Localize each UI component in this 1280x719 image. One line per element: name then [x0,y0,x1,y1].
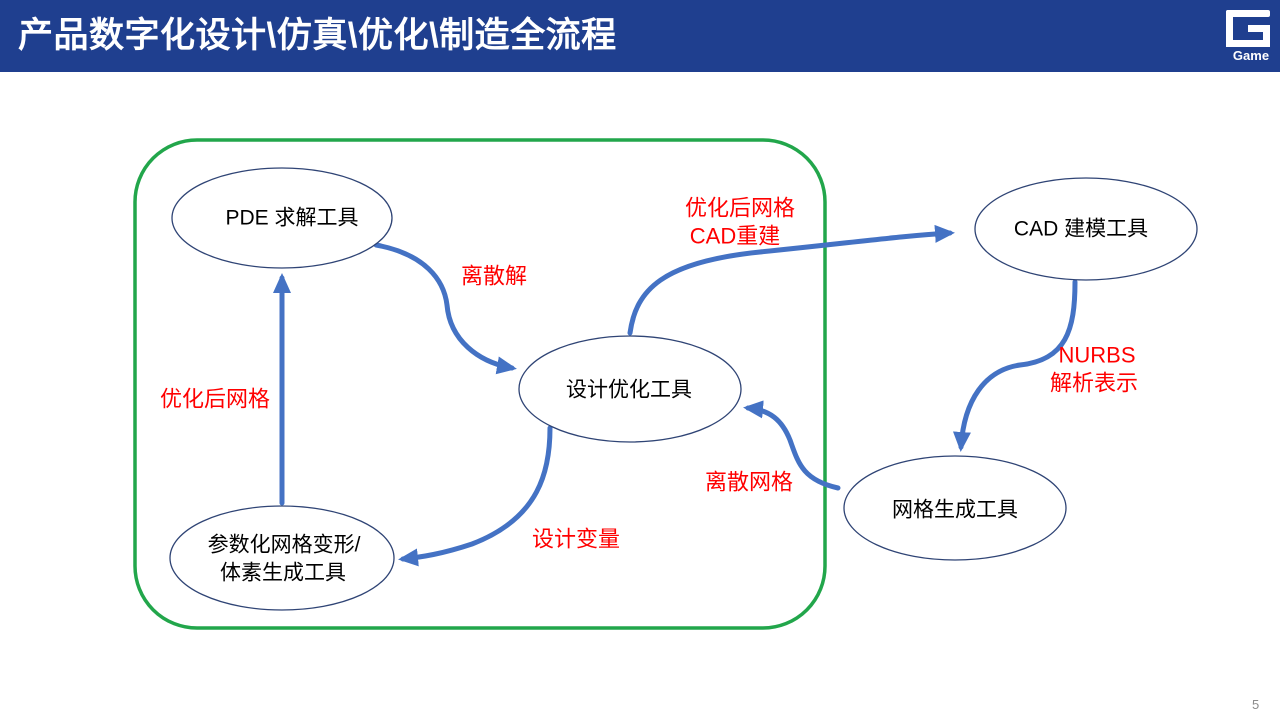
internal-loop-frame [133,138,827,630]
node-pde-solver-label: PDE 求解工具 [225,207,358,230]
edge-cad-to-mesher [952,279,1078,452]
page-number: 5 [1252,697,1260,712]
node-param-mesh-morph-label-line2: 体素生成工具 [220,562,346,585]
edge-mesher-to-optimizer [743,400,841,491]
node-mesh-generator: 网格生成工具 [843,455,1067,561]
node-pde-solver: PDE 求解工具 [171,167,393,269]
slide-header: 产品数字化设计\仿真\优化\制造全流程 Game [0,0,1280,72]
node-design-optimizer-shape [518,335,742,443]
edge-label-cad-to-mesher-line1: NURBS [1058,343,1135,368]
node-cad-modeler-shape [974,177,1198,281]
edge-label-optimizer-to-cad-line2: CAD重建 [690,224,780,249]
node-param-mesh-morph-shape [169,505,395,611]
node-design-optimizer: 设计优化工具 [518,335,742,443]
node-cad-modeler-label: CAD 建模工具 [1014,218,1148,241]
edge-label-cad-to-mesher-line2: 解析表示 [1050,371,1138,396]
edge-label-param-to-pde: 优化后网格 [160,387,270,412]
node-cad-modeler: CAD 建模工具 [974,177,1198,281]
game-logo-icon: Game [1226,10,1270,63]
node-design-optimizer-label: 设计优化工具 [566,379,692,402]
slide-title: 产品数字化设计\仿真\优化\制造全流程 [18,16,617,55]
node-mesh-generator-shape [843,455,1067,561]
node-param-mesh-morph-label-line1: 参数化网格变形/ [208,534,361,557]
node-param-mesh-morph: 参数化网格变形/ 体素生成工具 [169,505,395,611]
edge-label-optimizer-to-param: 设计变量 [532,527,620,552]
logo-mark [1226,10,1270,47]
edge-pde-to-optimizer [373,242,517,375]
node-pde-solver-shape [171,167,393,269]
edge-label-optimizer-to-cad-line1: 优化后网格 [685,196,795,221]
edge-optimizer-to-cad [627,224,955,336]
edge-label-pde-to-optimizer: 离散解 [461,264,527,289]
logo-text: Game [1233,48,1269,63]
node-mesh-generator-label: 网格生成工具 [892,499,1018,522]
edge-label-mesher-to-optimizer: 离散网格 [705,470,793,495]
edge-optimizer-to-param [398,425,553,567]
